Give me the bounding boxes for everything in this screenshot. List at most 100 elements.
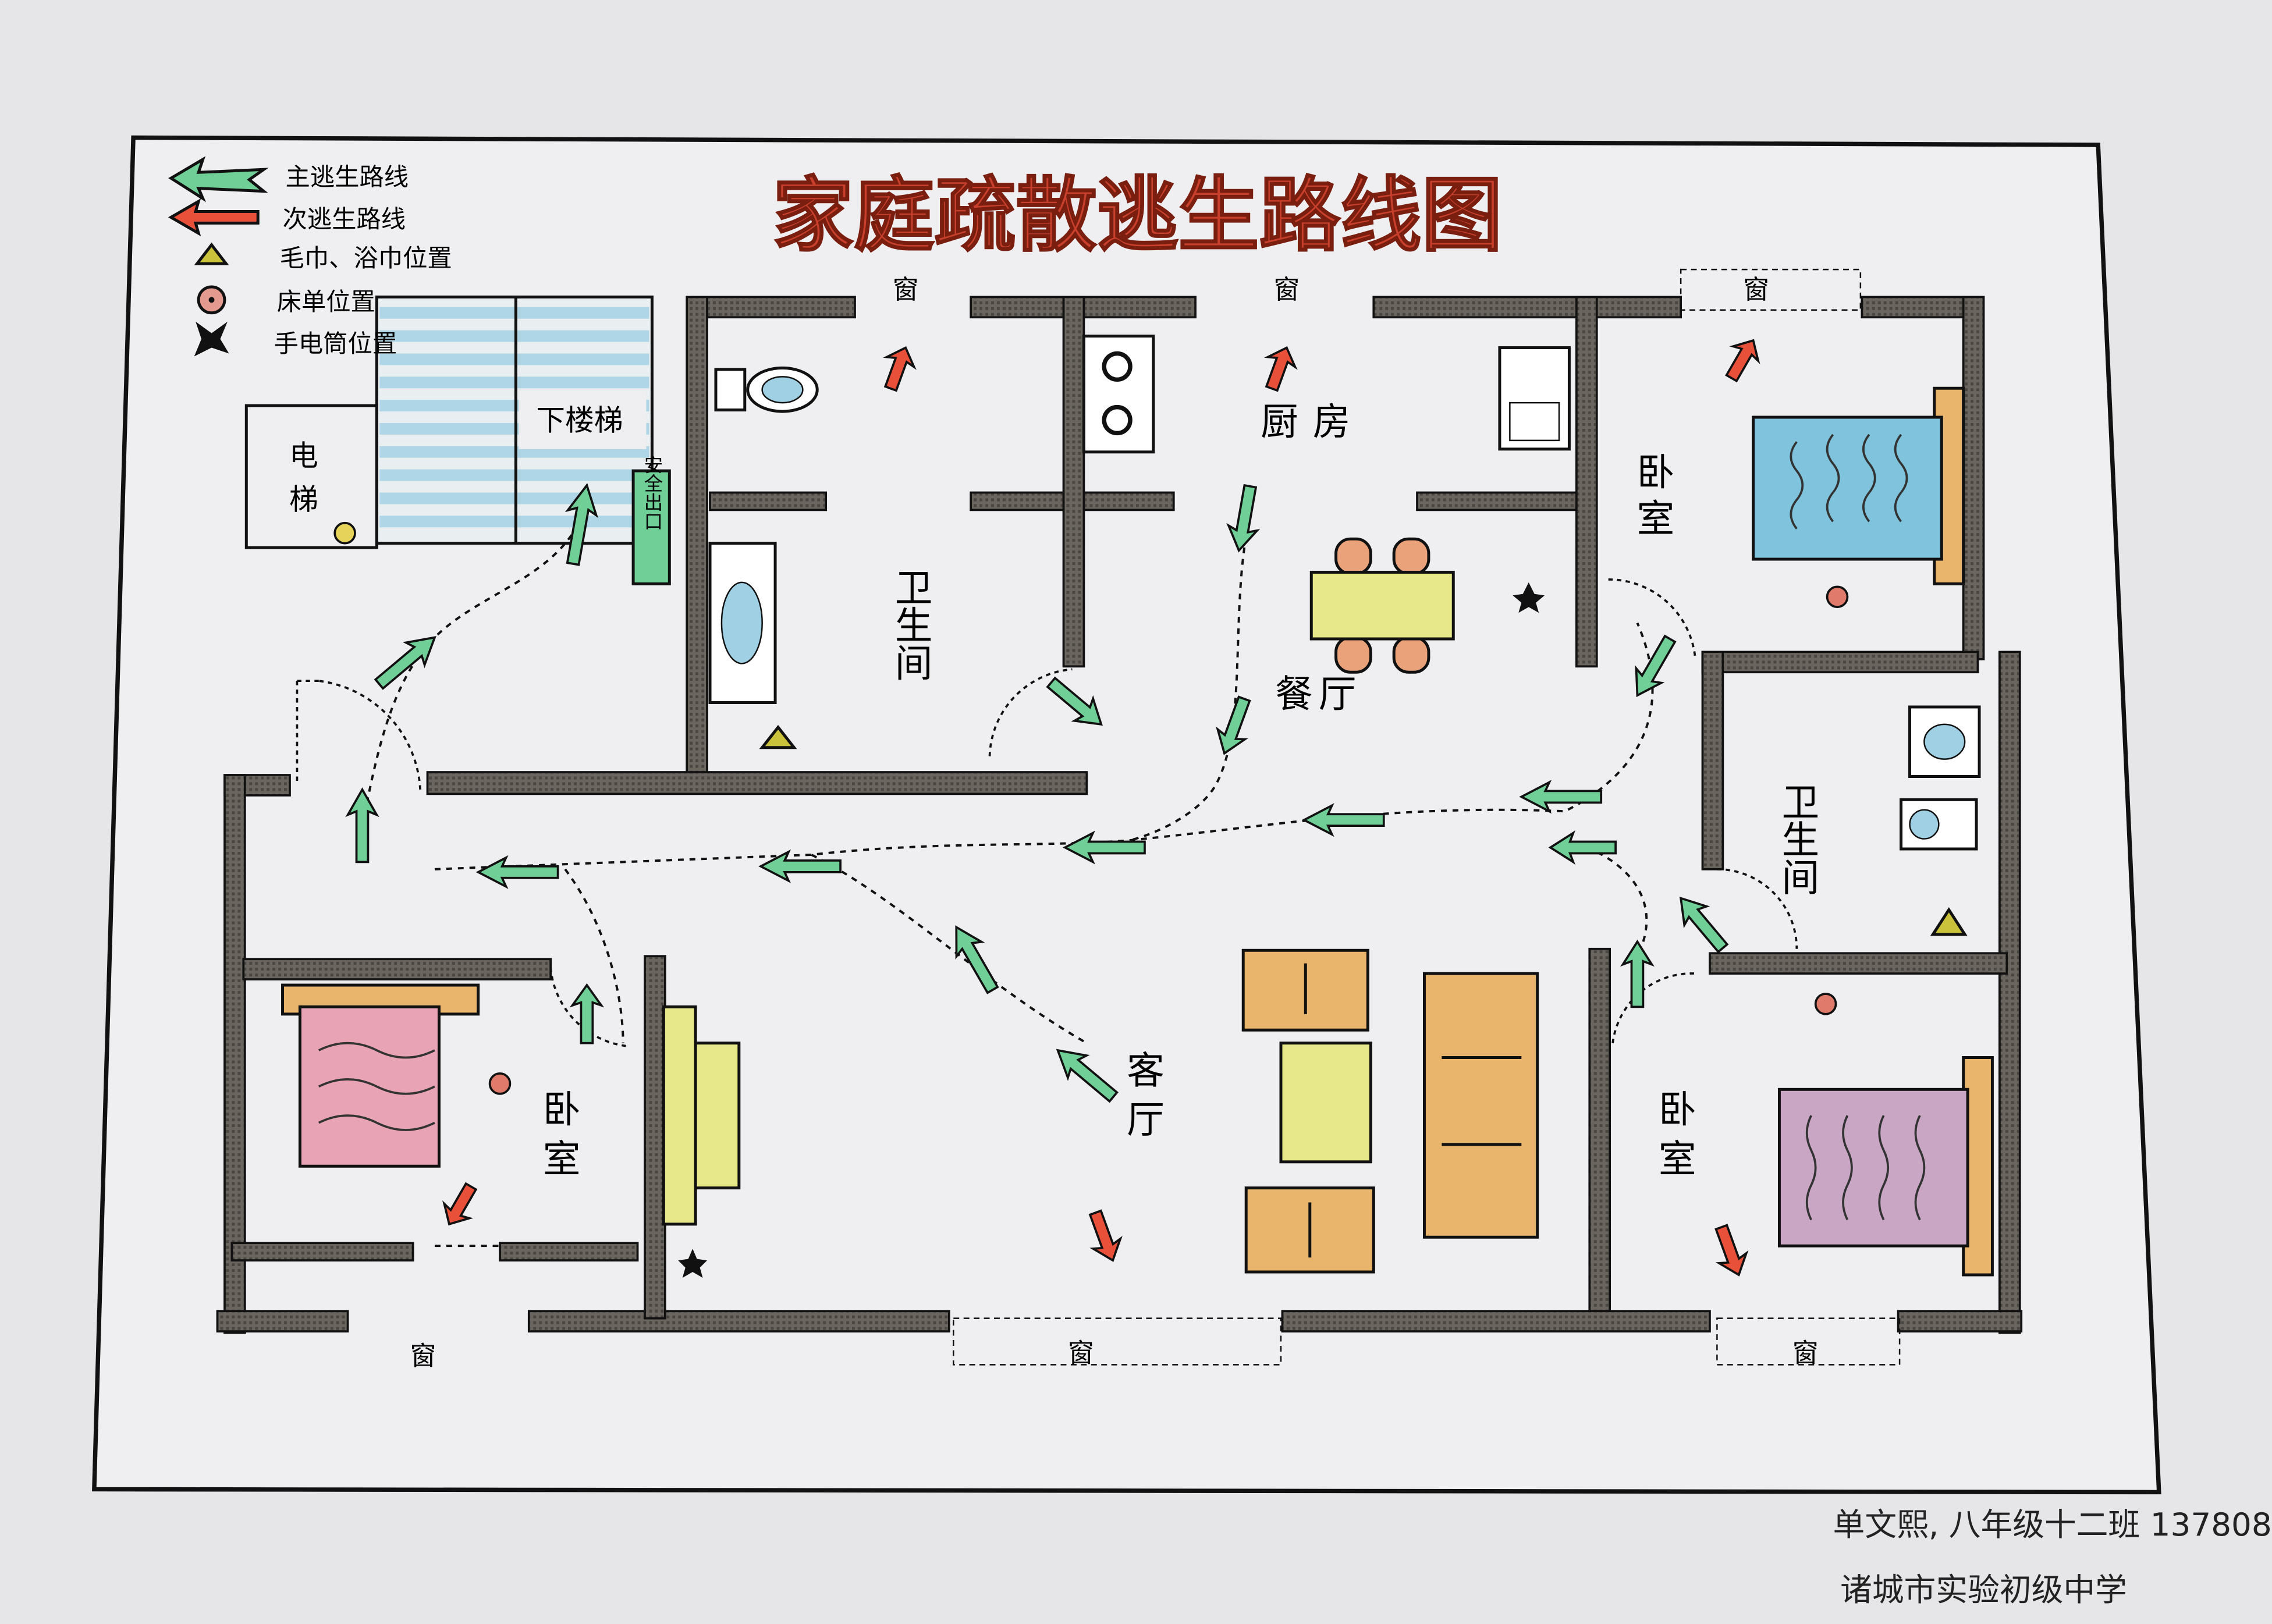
room-labels: 卫生间 厨房 餐厅 卧室 卫生间 卧室 客厅 卧室 <box>536 400 1819 1188</box>
elevator-outline <box>244 404 378 549</box>
wall <box>230 1242 414 1261</box>
towel-icon <box>759 724 797 749</box>
signature-line-2: 诸城市实验初级中学 <box>1840 1571 2127 1608</box>
elevator: 电梯 <box>244 404 378 549</box>
window-label: 窗 <box>1274 274 1300 305</box>
main-route-arrow <box>955 925 999 994</box>
page-title: 家庭疏散逃生路线图 <box>772 167 1503 262</box>
kitchen-sink <box>1498 346 1571 451</box>
escape-arrows <box>345 339 1760 1277</box>
flashlight-icon <box>678 1249 708 1278</box>
room-label-bedroom-left: 卧室 <box>536 1089 580 1188</box>
wall <box>216 1310 349 1332</box>
legend-label: 主逃生路线 <box>286 163 409 191</box>
wall <box>1062 296 1085 668</box>
legend-label: 毛巾、浴巾位置 <box>280 244 452 272</box>
main-route-arrow <box>1620 939 1655 1008</box>
main-route-arrow <box>565 483 598 566</box>
stove <box>1082 335 1155 454</box>
toilet <box>714 366 819 413</box>
stairs: 下楼梯 <box>375 295 654 545</box>
wall <box>686 296 708 776</box>
towel-icon <box>1930 907 1968 936</box>
wall <box>1372 296 1682 319</box>
bathroom-right-fixtures <box>1900 705 1981 851</box>
wall <box>1962 296 1985 660</box>
sofa-set <box>1241 948 1539 1274</box>
main-route-arrow <box>345 787 379 863</box>
legend-label: 床单位置 <box>277 287 375 316</box>
elevator-label: 电梯 <box>285 440 318 527</box>
secondary-route-arrow <box>1725 339 1760 383</box>
circle-dot-center <box>208 297 215 303</box>
wall <box>1998 651 2021 1334</box>
main-route-arrow <box>374 636 436 690</box>
main-route-arrow <box>1548 830 1617 865</box>
bedsheet-icon <box>488 1072 512 1095</box>
wall <box>691 296 856 319</box>
elevator-button-icon <box>333 521 356 545</box>
exit-sign-text: 安全出口 <box>641 455 663 530</box>
wall <box>1897 1310 2023 1332</box>
bathtub-sink <box>708 542 777 705</box>
bed-left <box>281 983 480 1168</box>
doors <box>296 578 1798 1047</box>
wall <box>1575 296 1598 668</box>
bedsheet-icon <box>1814 993 1837 1015</box>
secondary-route-arrow <box>1264 346 1298 392</box>
window-label: 窗 <box>1743 274 1769 305</box>
walls <box>216 296 2023 1334</box>
window-label: 窗 <box>410 1340 436 1371</box>
signature-line-1: 单文熙, 八年级十二班 13780891 65 <box>1833 1506 2272 1543</box>
room-label-bathroom-right: 卫生间 <box>1775 782 1819 895</box>
window-frame <box>1716 1317 1901 1366</box>
wall <box>1709 952 2008 975</box>
wall <box>709 491 828 511</box>
wall <box>1701 651 1979 674</box>
room-label-dining: 餐厅 <box>1275 673 1362 716</box>
window-label: 窗 <box>1068 1337 1094 1368</box>
room-label-kitchen: 厨房 <box>1261 400 1365 444</box>
main-route-arrow <box>1635 634 1677 698</box>
window-frame <box>953 1317 1282 1366</box>
secondary-route-arrow <box>883 346 917 392</box>
stairs-label: 下楼梯 <box>536 403 623 437</box>
flashlight-icon <box>1513 582 1545 613</box>
bed-bottom-right <box>1777 1056 1994 1277</box>
triangle-icon <box>194 242 229 265</box>
green-arrow-icon <box>168 156 269 202</box>
wall <box>1416 491 1581 511</box>
main-route-arrow <box>475 855 559 889</box>
wall <box>1281 1310 1711 1332</box>
room-label-bathroom-left: 卫生间 <box>888 568 932 681</box>
window-frame <box>1680 268 1862 311</box>
main-route-arrow <box>1062 830 1146 865</box>
wall <box>223 774 246 1334</box>
main-route-arrow <box>1056 1049 1119 1103</box>
main-route-arrow <box>1519 780 1603 814</box>
legend: 主逃生路线 次逃生路线 毛巾、浴巾位置 床单位置 手电筒位置 <box>168 156 452 358</box>
stairs-label-background <box>519 391 647 449</box>
red-arrow-icon <box>168 198 260 237</box>
main-route-arrow <box>758 849 842 883</box>
legend-label: 手电筒位置 <box>274 329 397 358</box>
wall <box>242 958 552 980</box>
wall <box>1701 651 1724 870</box>
wall <box>426 771 1088 795</box>
exit-sign: 安全出口 <box>631 455 671 585</box>
window-label: 窗 <box>893 274 919 305</box>
wall <box>1861 296 1979 319</box>
room-label-bedroom-top-right: 卧室 <box>1630 452 1674 545</box>
wall <box>527 1310 950 1332</box>
main-route-arrow <box>1226 484 1261 553</box>
main-route-arrow <box>1679 896 1729 954</box>
dining-table <box>1309 537 1455 674</box>
bedsheet-icon <box>1826 585 1849 609</box>
wall <box>1588 947 1611 1313</box>
tv-cabinet <box>662 1005 741 1226</box>
secondary-route-arrow <box>1088 1209 1123 1262</box>
room-label-living: 客厅 <box>1120 1050 1163 1149</box>
legend-label: 次逃生路线 <box>283 205 406 233</box>
main-route-arrow <box>1216 695 1251 755</box>
